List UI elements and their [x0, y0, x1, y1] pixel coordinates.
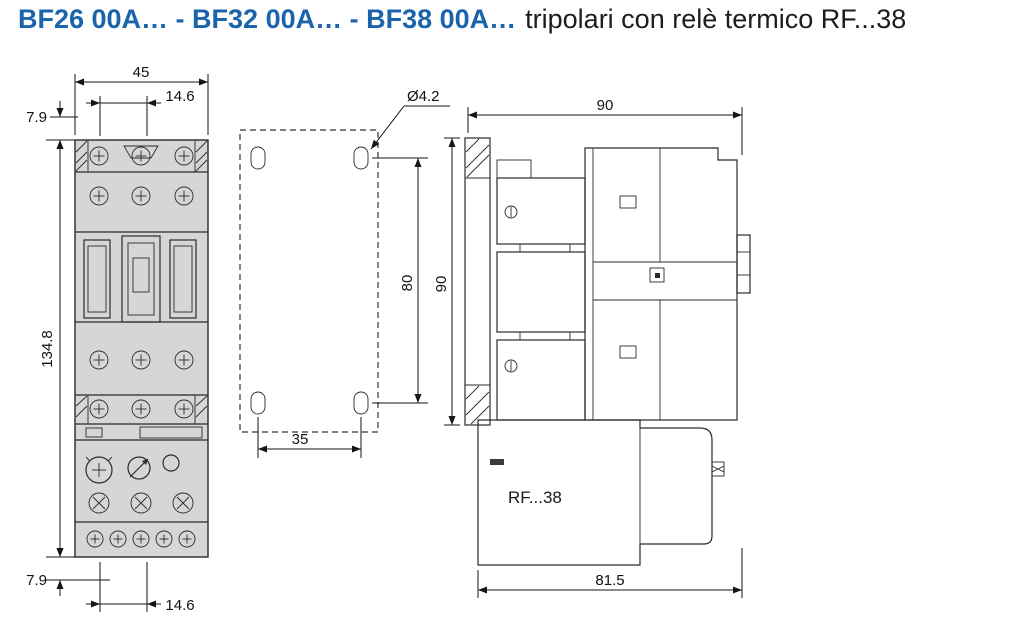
mounting-hole	[353, 146, 369, 170]
top-tab-detail	[123, 145, 159, 159]
pole-left	[83, 239, 111, 319]
dim-label-depth: 81.5	[595, 572, 624, 589]
pole-right	[169, 239, 197, 319]
mounting-hole	[250, 146, 266, 170]
relay-adjustment-dial	[85, 456, 113, 484]
dim-label-vertical-spacing: 80	[399, 275, 416, 292]
dim-label-horizontal-spacing: 35	[292, 431, 309, 448]
relay-model-label: RF...38	[508, 488, 562, 507]
mounting-hole	[250, 391, 266, 415]
drill-plan-outline	[239, 129, 379, 433]
dim-label-offset-bottom: 7.9	[26, 572, 47, 589]
terminal-screw-side	[504, 359, 518, 373]
dim-label-hole-spacing-bottom: 14.6	[165, 597, 194, 614]
relay-reset-button	[162, 454, 180, 472]
thermal-relay-body	[477, 419, 713, 566]
dim-label-side-height: 90	[433, 276, 450, 293]
side-view-dimensions: 90 90 81.5	[433, 97, 743, 598]
contactor-body-side	[584, 147, 738, 421]
coil-terminal-block	[496, 177, 586, 245]
terminal-screw-side	[504, 205, 518, 219]
marker-detail	[649, 267, 665, 283]
title-model-codes: BF26 00A… - BF32 00A… - BF38 00A…	[18, 4, 517, 34]
front-view-dimensions: 45 14.6 7.9 134.8 7.9	[26, 64, 209, 614]
dim-label-hole-spacing-top: 14.6	[165, 88, 194, 105]
dim-label-height: 134.8	[39, 330, 56, 368]
terminal-detail	[619, 345, 637, 359]
mounting-hole	[353, 391, 369, 415]
side-view-drawing: RF...38	[464, 137, 751, 566]
terminal-detail	[619, 195, 637, 209]
pole-center	[121, 235, 161, 323]
page-title: BF26 00A… - BF32 00A… - BF38 00A… tripola…	[18, 4, 906, 35]
test-button-detail	[85, 427, 103, 438]
relay-slot-detail	[490, 459, 504, 465]
dim-label-width-45: 45	[133, 64, 150, 81]
relay-adjust-screw	[711, 461, 725, 477]
front-view-drawing	[74, 139, 209, 558]
dim-label-side-width: 90	[597, 97, 614, 114]
relay-setting-dial	[127, 456, 151, 480]
din-rail-clip	[736, 234, 751, 294]
dim-label-hole-diameter: Ø4.2	[407, 88, 440, 105]
mounting-plate	[464, 137, 491, 426]
title-description: tripolari con relè termico RF...38	[525, 4, 907, 34]
drill-plan-dimensions: Ø4.2 80 35	[257, 88, 450, 458]
label-window-detail	[139, 426, 203, 439]
dim-label-offset-top: 7.9	[26, 109, 47, 126]
drill-plan-drawing	[239, 129, 379, 433]
